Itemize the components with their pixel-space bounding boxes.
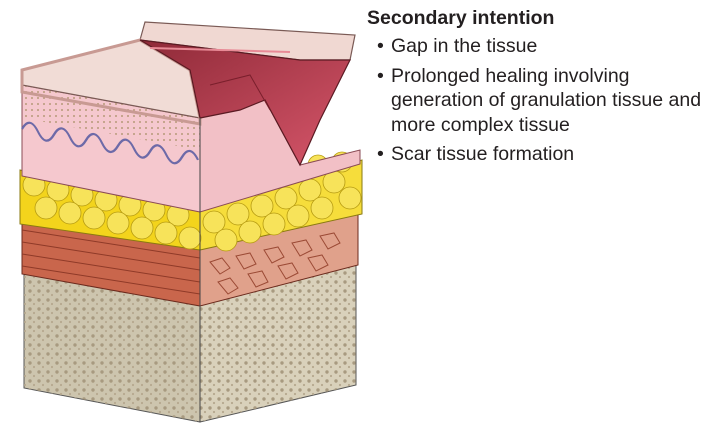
bullet-text: Prolonged healing involving generation o… — [391, 64, 702, 136]
bullet-dot: • — [377, 143, 384, 165]
bullet-item-gap: • Gap in the tissue — [367, 34, 723, 59]
text-panel: Secondary intention • Gap in the tissue … — [367, 6, 723, 172]
bullet-item-healing: • Prolonged healing involving generation… — [367, 64, 723, 138]
bullet-dot: • — [377, 35, 384, 57]
panel-title: Secondary intention — [367, 7, 555, 29]
bullet-dot: • — [377, 64, 384, 87]
bullet-text: Gap in the tissue — [391, 35, 538, 57]
bullet-text: Scar tissue formation — [391, 143, 575, 165]
bullet-list: • Gap in the tissue • Prolonged healing … — [367, 34, 723, 167]
fat-layer — [19, 151, 363, 252]
bullet-item-scar: • Scar tissue formation — [367, 142, 723, 167]
skin-wound-illustration — [19, 21, 363, 423]
bone-layer — [23, 261, 357, 423]
wound-cavity — [139, 39, 351, 167]
